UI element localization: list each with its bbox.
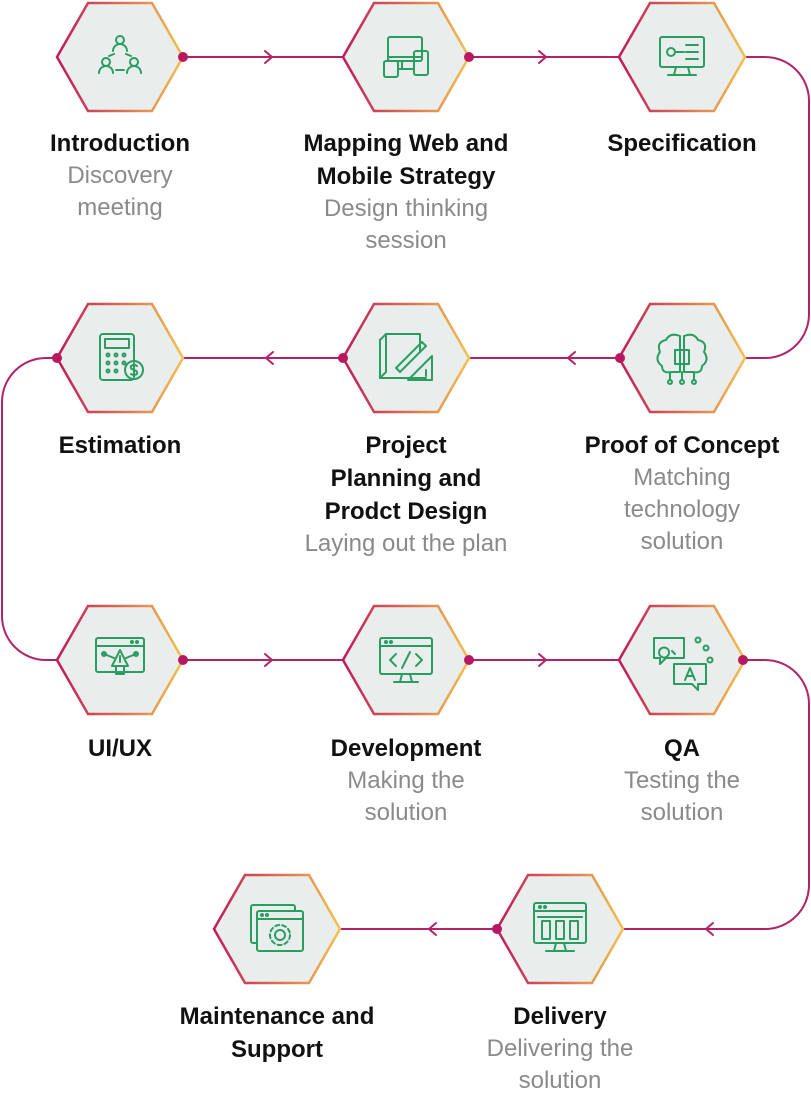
step-subtitle: Testing the solution (623, 767, 741, 826)
connector-qa-delivery (622, 659, 810, 930)
connection-dot (178, 52, 188, 62)
step-title: QA (664, 735, 700, 762)
monitor-spec-icon (659, 36, 705, 76)
step-mapping: Mapping Web and Mobile Strategy Design t… (276, 127, 536, 257)
code-monitor-icon (379, 637, 433, 683)
step-title: Project Planning and Prodct Design (324, 432, 488, 525)
step-title: Introduction (50, 130, 190, 157)
connection-dot (738, 655, 748, 665)
step-title: Maintenance and Support (179, 1003, 375, 1063)
step-title: UI/UX (87, 735, 152, 762)
arrow-left-icon (567, 351, 576, 365)
team-icon (98, 35, 142, 74)
connection-dot (464, 655, 474, 665)
arrow-right-icon (538, 653, 547, 667)
qa-chat-icon (653, 636, 714, 691)
step-title: Proof of Concept (584, 432, 780, 459)
hexagon-delivery (495, 873, 625, 985)
step-development: Development Making the solution (276, 732, 536, 829)
step-subtitle: Design thinking session (323, 195, 489, 254)
step-ui-ux: UI/UX (0, 732, 250, 765)
step-title: Specification (607, 130, 757, 157)
step-subtitle: Discovery meeting (67, 162, 173, 221)
brain-chip-icon (656, 333, 708, 385)
step-delivery: Delivery Delivering the solution (430, 1000, 690, 1097)
connection-dot (338, 353, 348, 363)
blueprint-icon (379, 333, 433, 381)
hexagon-introduction (55, 1, 185, 113)
step-title: Estimation (58, 432, 182, 459)
step-title: Mapping Web and Mobile Strategy (303, 130, 509, 190)
step-specification: Specification (552, 127, 811, 160)
hexagon-specification (617, 1, 747, 113)
calculator-icon (99, 333, 144, 381)
step-title: Development (330, 735, 482, 762)
arrow-right-icon (264, 653, 273, 667)
step-maintenance: Maintenance and Support (147, 1000, 407, 1066)
connector-estimation-uiux (0, 357, 56, 661)
connection-dots (52, 52, 748, 934)
step-introduction: Introduction Discovery meeting (0, 127, 250, 224)
connection-dot (52, 353, 62, 363)
arrow-left-icon (428, 922, 437, 936)
step-subtitle: Making the solution (347, 767, 465, 826)
hexagon-estimation (55, 302, 185, 414)
step-project-planning: Project Planning and Prodct Design Layin… (276, 429, 536, 560)
step-subtitle: Laying out the plan (304, 530, 508, 557)
hexagon-proof-of-concept (617, 302, 747, 414)
delivery-dashboard-icon (533, 902, 587, 952)
design-tool-icon (95, 637, 145, 675)
step-subtitle: Delivering the solution (486, 1035, 634, 1094)
connector-spec-poc (744, 56, 810, 359)
step-estimation: Estimation (0, 429, 250, 462)
connection-dot (178, 655, 188, 665)
arrow-right-icon (538, 50, 547, 64)
connection-dot (464, 52, 474, 62)
arrow-right-icon (264, 50, 273, 64)
step-qa: QA Testing the solution (552, 732, 811, 829)
connection-dot (615, 353, 625, 363)
connection-dot (492, 924, 502, 934)
settings-window-icon (250, 904, 304, 952)
arrow-left-icon (705, 922, 714, 936)
connectors (0, 56, 810, 930)
step-title: Delivery (513, 1003, 607, 1030)
step-subtitle: Matching technology solution (623, 464, 741, 555)
arrow-left-icon (265, 351, 274, 365)
arrowheads (264, 50, 714, 936)
step-proof-of-concept: Proof of Concept Matching technology sol… (552, 429, 811, 558)
hexagon-qa (617, 604, 747, 716)
devices-icon (383, 36, 429, 78)
